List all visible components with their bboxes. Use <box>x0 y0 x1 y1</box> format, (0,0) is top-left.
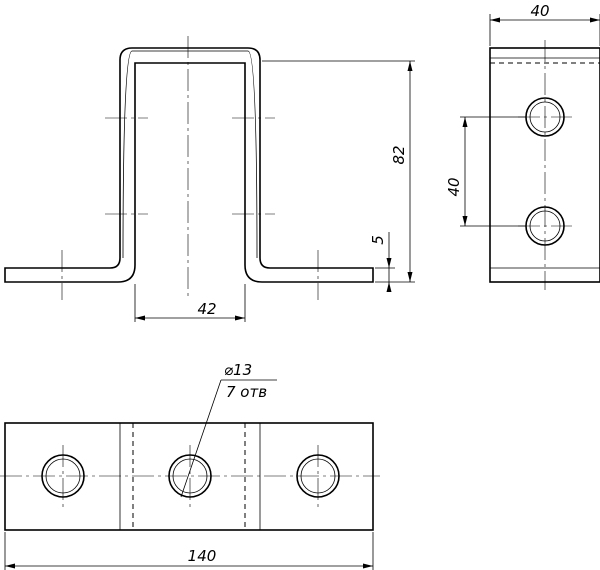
dim-42-label: 42 <box>197 300 216 318</box>
hole-callout-count: 7 отв <box>226 383 267 401</box>
dim-82-arrow-top <box>407 61 413 71</box>
plan-hole-left <box>41 445 85 507</box>
dim-40-spacing-arrow-top <box>462 117 468 127</box>
side-view: 40 40 <box>445 2 600 290</box>
hole-callout-diameter: ⌀13 <box>224 361 252 379</box>
plan-hole-center <box>168 445 212 507</box>
dim-140-arrow-left <box>5 563 15 569</box>
plan-hole-right <box>296 445 340 507</box>
dim-42-arrow-left <box>135 315 145 321</box>
dim-82-arrow-bottom <box>407 272 413 282</box>
dim-5-label: 5 <box>369 235 387 245</box>
dim-5-arrow-bottom <box>386 282 392 292</box>
hole-callout-leader <box>180 379 222 498</box>
plan-outline <box>4 422 374 531</box>
dim-40-width-arrow-left <box>490 17 500 23</box>
dim-40-width-label: 40 <box>530 2 549 20</box>
dim-140-label: 140 <box>188 547 217 565</box>
dim-42-arrow-right <box>235 315 245 321</box>
dim-40-spacing-arrow-bottom <box>462 216 468 226</box>
side-hole-upper <box>518 97 572 137</box>
plan-view: ⌀13 7 отв 140 <box>0 361 380 570</box>
bracket-outer-profile <box>4 47 374 283</box>
dim-5-arrow-top <box>386 258 392 268</box>
front-view: 42 82 5 <box>4 36 415 322</box>
bracket-inner-bend-lines <box>122 50 258 259</box>
dim-82-label: 82 <box>390 145 408 164</box>
dim-140-arrow-right <box>363 563 373 569</box>
dim-40-width-arrow-right <box>590 17 600 23</box>
dim-40-spacing-label: 40 <box>445 177 463 196</box>
